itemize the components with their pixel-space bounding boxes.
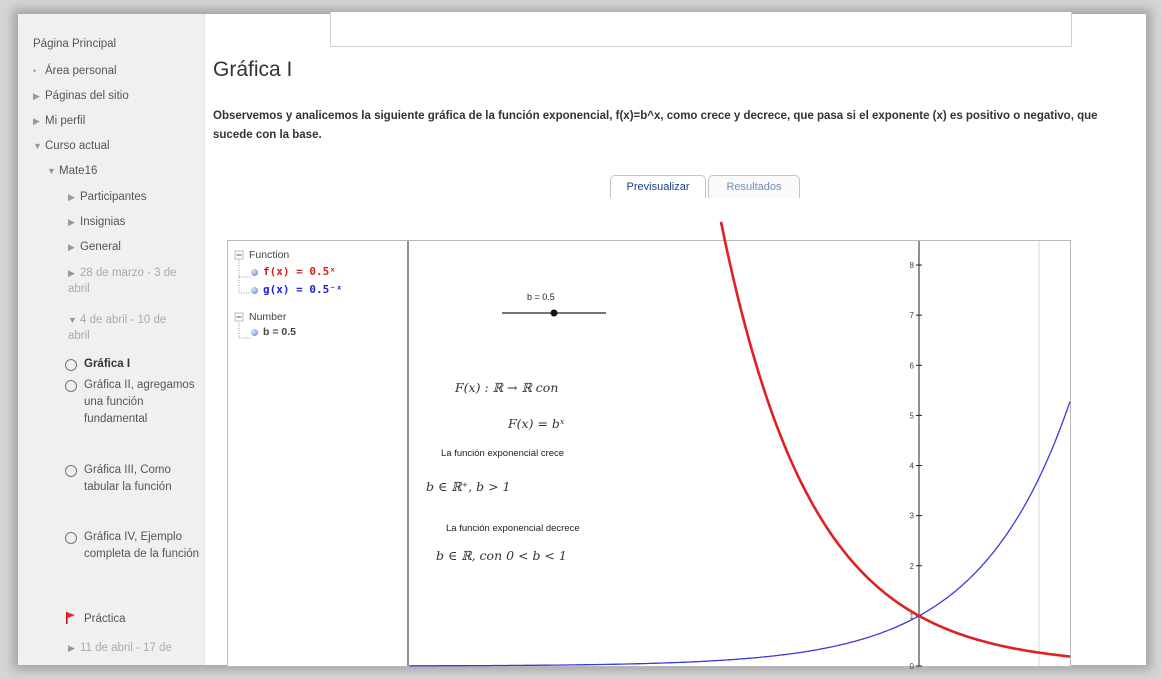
- f-definition: f(x) = 0.5ˣ: [263, 265, 336, 278]
- tree-lines: [234, 250, 250, 339]
- collapse-arrow-icon: ▼: [68, 315, 77, 325]
- activity-circle-icon: [65, 380, 77, 392]
- collapse-arrow-icon: ▼: [47, 166, 56, 176]
- activity-label: Gráfica IV, Ejemplo completa de la funci…: [84, 531, 200, 560]
- slider-knob: [550, 309, 558, 317]
- nav-label: Curso actual: [45, 140, 110, 152]
- nav-course[interactable]: ▼Mate16: [47, 165, 97, 177]
- y-tick-label: 2: [910, 562, 915, 571]
- nav-area-personal[interactable]: • Área personal: [33, 65, 117, 77]
- nav-label: Área personal: [45, 65, 117, 77]
- nav-paginas-sitio[interactable]: ▶ Páginas del sitio: [33, 90, 129, 102]
- flag-icon: [66, 612, 75, 624]
- nav-label: Mi perfil: [45, 115, 86, 127]
- nav-label: Participantes: [80, 191, 147, 203]
- nav-label: Insignias: [80, 216, 126, 228]
- activity-label: Gráfica I: [84, 358, 131, 370]
- expand-arrow-icon: ▶: [68, 268, 75, 278]
- activity-label: Gráfica III, Como tabular la función: [84, 464, 172, 493]
- nav-label: Páginas del sitio: [45, 90, 129, 102]
- top-content-box: [330, 12, 1072, 47]
- y-tick-label: 6: [910, 361, 915, 370]
- visibility-ball-icon[interactable]: [251, 286, 258, 294]
- y-tick-label: 1: [910, 612, 915, 621]
- tree-number[interactable]: Number: [249, 311, 287, 323]
- activity-label: Gráfica II, agregamos una función fundam…: [84, 379, 195, 425]
- expand-arrow-icon: ▶: [33, 91, 40, 101]
- tab-results[interactable]: Resultados: [708, 175, 800, 198]
- navigation-sidebar: Página Principal • Área personal ▶ Páginas…: [18, 14, 205, 665]
- activity-grafica-3[interactable]: Gráfica III, Como tabular la función: [65, 462, 202, 496]
- nav-label: General: [80, 241, 121, 253]
- tree-function[interactable]: Function: [249, 249, 290, 261]
- expand-arrow-icon: ▶: [68, 242, 75, 252]
- nav-label: 28 de marzo - 3 de abril: [68, 267, 177, 295]
- nav-mi-perfil[interactable]: ▶ Mi perfil: [33, 115, 85, 127]
- geogebra-applet[interactable]: Function f(x) = 0.5ˣ g(x) = 0.5⁻ˣ Number…: [227, 221, 1071, 671]
- tab-preview[interactable]: Previsualizar: [610, 175, 706, 198]
- nav-participantes[interactable]: ▶ Participantes: [68, 191, 146, 203]
- y-tick-label: 0: [910, 662, 915, 671]
- graphics-view[interactable]: 0 1 2 3 4 5 6 7 8 b = 0.5 F(x) : ℝ → ℝ con F(x) …: [409, 221, 1071, 671]
- expr-grows: b ∈ ℝ⁺, b > 1: [426, 479, 511, 494]
- g-definition: g(x) = 0.5⁻ˣ: [263, 283, 343, 296]
- algebra-b[interactable]: b = 0.5: [251, 326, 296, 338]
- nav-label: 4 de abril - 10 de abril: [68, 314, 167, 342]
- expand-arrow-icon: ▶: [68, 217, 75, 227]
- activity-circle-icon: [65, 465, 77, 477]
- nav-label: Mate16: [59, 165, 98, 177]
- text-grows: La función exponencial crece: [441, 448, 565, 459]
- activity-circle-icon: [65, 532, 77, 544]
- activity-practica[interactable]: Práctica: [66, 611, 202, 628]
- activity-grafica-1[interactable]: Gráfica I: [65, 356, 202, 373]
- algebra-g[interactable]: g(x) = 0.5⁻ˣ: [251, 283, 342, 296]
- page-title: Gráfica I: [213, 58, 293, 81]
- y-tick-label: 8: [910, 261, 915, 270]
- nav-general[interactable]: ▶ General: [68, 241, 121, 253]
- nav-label: 11 de abril - 17 de: [80, 642, 172, 654]
- y-tick-label: 7: [910, 311, 915, 320]
- expr-decreases: b ∈ ℝ, con 0 < b < 1: [436, 548, 567, 563]
- bullet-icon: •: [33, 66, 37, 76]
- activity-circle-icon: [65, 359, 77, 371]
- expand-arrow-icon: ▶: [68, 192, 75, 202]
- nav-week-1[interactable]: ▶28 de marzo - 3 de abril: [68, 265, 188, 297]
- activity-description: Observemos y analicemos la siguiente grá…: [213, 110, 1098, 141]
- nav-curso-actual[interactable]: ▼Curso actual: [33, 140, 110, 152]
- y-tick-label: 5: [910, 411, 915, 420]
- activity-grafica-2[interactable]: Gráfica II, agregamos una función fundam…: [65, 377, 202, 428]
- expand-arrow-icon: ▶: [68, 643, 75, 653]
- expand-arrow-icon: ▶: [33, 116, 40, 126]
- expr-definition: F(x) : ℝ → ℝ con: [455, 380, 559, 395]
- browser-frame: Página Principal • Área personal ▶ Páginas…: [18, 12, 1146, 671]
- slider-label: b = 0.5: [527, 292, 555, 302]
- g-curve: [409, 401, 1071, 667]
- y-tick-label: 4: [910, 462, 915, 471]
- nav-home[interactable]: Página Principal: [33, 38, 117, 50]
- expr-formula: F(x) = bˣ: [508, 416, 565, 431]
- activity-grafica-4[interactable]: Gráfica IV, Ejemplo completa de la funci…: [65, 529, 202, 563]
- nav-week-3[interactable]: ▶ 11 de abril - 17 de: [68, 640, 198, 656]
- f-curve: [719, 221, 1071, 658]
- activity-label: Práctica: [84, 613, 126, 625]
- function-plot: 0 1 2 3 4 5 6 7 8: [409, 221, 1071, 671]
- y-tick-label: 3: [910, 512, 915, 521]
- text-decreases: La función exponencial decrece: [446, 523, 580, 534]
- b-definition: b = 0.5: [263, 326, 296, 338]
- collapse-arrow-icon: ▼: [33, 141, 42, 151]
- visibility-ball-icon[interactable]: [251, 328, 258, 336]
- algebra-view: Function f(x) = 0.5ˣ g(x) = 0.5⁻ˣ Number…: [228, 241, 409, 666]
- nav-week-2[interactable]: ▼4 de abril - 10 de abril: [68, 312, 188, 344]
- visibility-ball-icon[interactable]: [251, 268, 258, 276]
- algebra-f[interactable]: f(x) = 0.5ˣ: [251, 265, 336, 278]
- nav-insignias[interactable]: ▶ Insignias: [68, 216, 125, 228]
